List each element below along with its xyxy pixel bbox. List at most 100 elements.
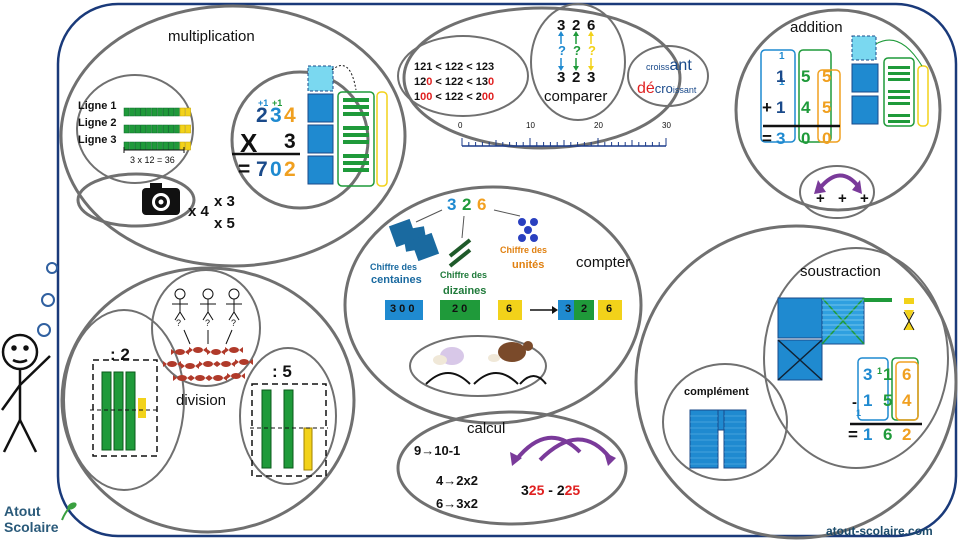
equals-sign: =: [238, 158, 251, 181]
division-ellipse: [60, 266, 356, 534]
soustraction-ellipse: [634, 224, 958, 540]
plus-sign: +: [838, 190, 847, 207]
result-digit: 0: [270, 158, 282, 181]
comparer-title: comparer: [544, 88, 608, 105]
candy: [221, 361, 231, 367]
addition-title: addition: [790, 19, 843, 36]
addend-digit: 5: [801, 67, 811, 86]
ten-rod: [888, 114, 910, 117]
equation-text: 3 x 12 = 36: [130, 155, 175, 165]
unit-cube: [140, 107, 147, 117]
ruler-number-line: [461, 138, 667, 147]
candy: [239, 359, 249, 365]
unit-cube: [134, 124, 141, 134]
multiplicand-digit: 4: [284, 104, 296, 127]
question-mark: ?: [231, 318, 237, 328]
equals-sign: =: [762, 129, 772, 148]
candy: [185, 363, 195, 369]
unit-cube: [162, 107, 169, 117]
centaines-label: centaines: [371, 274, 422, 286]
div5-ellipse: [239, 347, 337, 485]
minuend-digit: 1: [883, 365, 893, 384]
unit-cube: [146, 141, 152, 151]
unit-cube: [129, 124, 135, 134]
animal-icon: [433, 341, 533, 365]
digit: 3: [557, 69, 566, 86]
digit: 6: [587, 17, 596, 34]
factor: x 5: [214, 215, 235, 232]
unit-cube: [134, 107, 141, 117]
logo-text-top: Atout: [4, 503, 41, 519]
calc-line: 4→2x2: [436, 473, 478, 488]
unit-cube: [157, 124, 163, 134]
unit-cube: [146, 107, 152, 117]
hundreds-column: [760, 49, 796, 143]
unit-cube: [129, 107, 135, 117]
unit-cube: [146, 124, 152, 134]
candy: [175, 349, 185, 355]
multiplicand-digit: 3: [270, 104, 282, 127]
unit-cube: [185, 141, 191, 151]
minuend-digit: 3: [863, 365, 873, 384]
plus-sign: +: [816, 190, 825, 207]
comparer-ellipse: [402, 6, 682, 150]
ruler-tick-label: 30: [662, 121, 671, 130]
question-mark: ?: [573, 43, 581, 58]
candy: [231, 373, 241, 379]
unit-cube: [179, 107, 186, 117]
unit-cube: [129, 141, 135, 151]
carry: 1: [779, 51, 785, 62]
candy: [193, 347, 203, 353]
thought-bubble: [46, 262, 58, 274]
composed-digit: 3: [565, 303, 572, 315]
arc-arrow: [818, 173, 860, 190]
calc-subtraction: 325 - 225: [521, 482, 581, 498]
units-column: [817, 69, 841, 143]
div2-ellipse: [63, 309, 185, 491]
sharing-ellipse: [151, 269, 261, 387]
unit-cube: [151, 141, 158, 151]
ten-rod: [888, 78, 910, 81]
row-label: Ligne 1: [78, 100, 117, 112]
subtrahend-digit: 4: [902, 391, 912, 410]
digits-ellipse: [530, 3, 626, 121]
ten-rod: [343, 161, 369, 165]
camera-icon: [142, 183, 180, 215]
result-digit: 3: [776, 129, 786, 148]
ten-rod: [343, 168, 369, 172]
digit: 2: [572, 17, 581, 34]
digit: 3: [557, 17, 566, 34]
tens-column: [337, 91, 375, 187]
result-digit: 2: [284, 158, 296, 181]
equals-sign: =: [848, 425, 858, 444]
unit-cube: [151, 124, 158, 134]
digit: 2: [572, 69, 581, 86]
calc-line: 6→3x2: [436, 496, 478, 511]
row-label: Ligne 3: [78, 134, 117, 146]
unites-label: unités: [512, 259, 545, 271]
addend-digit: 1: [776, 67, 786, 86]
units-dots-icon: [518, 218, 538, 242]
tens-strips: [822, 299, 864, 336]
unit-cube: [140, 124, 147, 134]
addition-ellipse: [734, 8, 942, 212]
plus-sign: +: [762, 98, 772, 117]
candy: [177, 375, 187, 381]
site-url[interactable]: atout-scolaire.com: [826, 524, 933, 538]
plus-sign: +: [860, 190, 869, 207]
hundred-block: [307, 124, 334, 154]
division-title: division: [176, 392, 227, 409]
result-digit: 7: [256, 158, 268, 181]
result-digit: 0: [822, 129, 832, 148]
hundred-block: [307, 155, 334, 185]
addend-digit: 5: [822, 67, 832, 86]
lines-ellipse: [76, 74, 194, 184]
complement-ellipse: [662, 363, 788, 481]
addend-digit: 5: [822, 98, 832, 117]
lines-of-cubes: [123, 107, 191, 151]
tens-sticks-icon: [448, 238, 472, 268]
addend-digit: 1: [776, 98, 786, 117]
camera-ellipse: [76, 172, 196, 228]
